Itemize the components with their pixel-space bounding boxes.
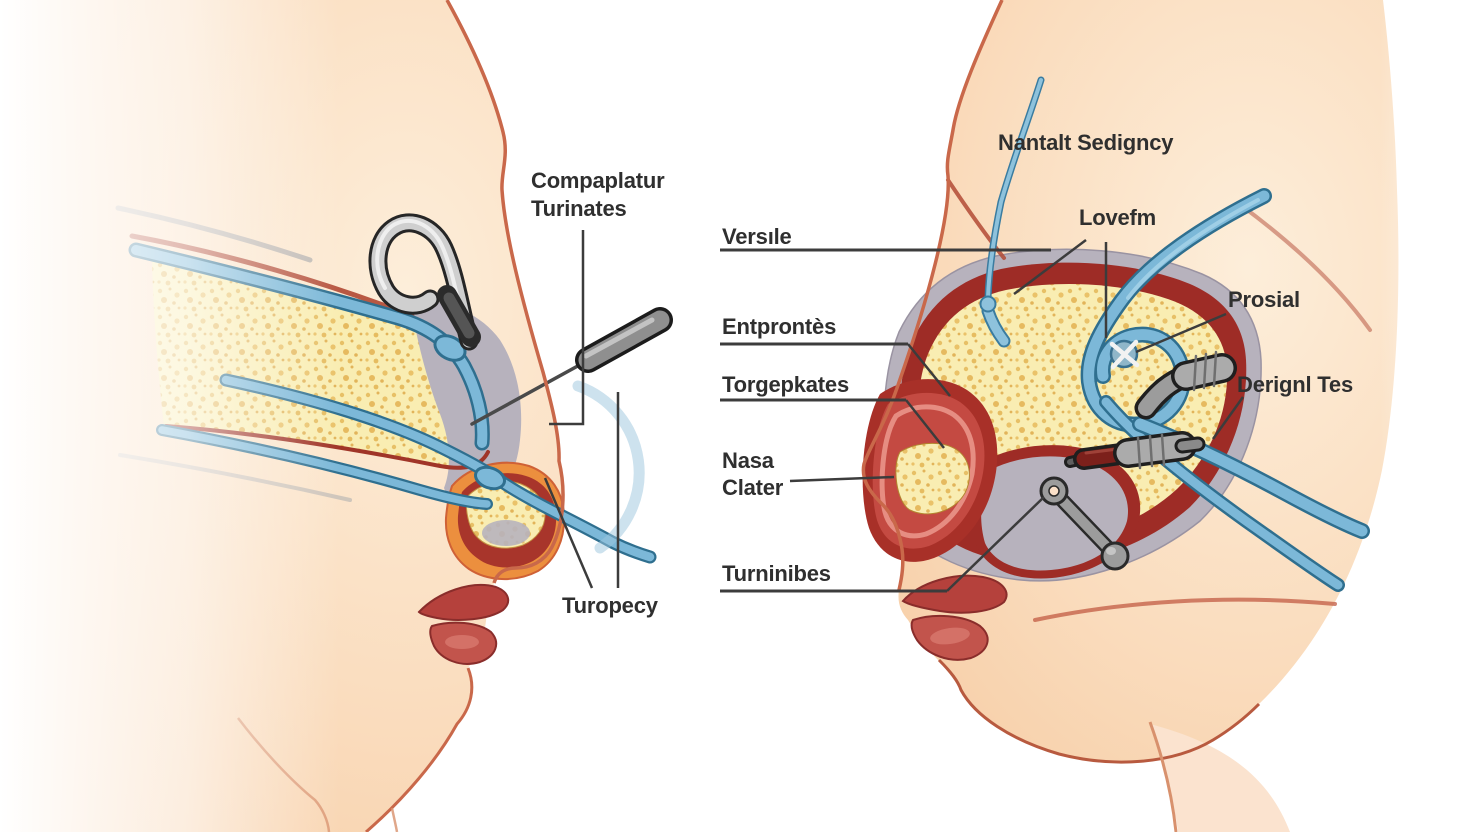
right-cheekbone-ridge [1240, 204, 1372, 332]
right-chin-outline [937, 658, 1261, 764]
leader-torgepkates [905, 399, 945, 449]
elbow-connector-instrument [1134, 350, 1237, 420]
cylinder-connector-instrument [1064, 431, 1206, 470]
right-bridge-ridge [946, 178, 1006, 260]
right-face [861, 0, 1399, 832]
left-edge-fade [0, 0, 340, 832]
label-turopecy: Turopecy [562, 593, 658, 618]
leader-nasa-clater [789, 475, 895, 483]
left-upper-lip [417, 583, 510, 621]
leader-prosial [1135, 312, 1227, 354]
left-chin-outline [365, 667, 474, 832]
right-neck-skin [1150, 724, 1290, 832]
right-neck-line [1148, 721, 1178, 832]
probe-instrument [470, 307, 673, 426]
label-versile: Versıle [722, 224, 792, 249]
right-floor-notch [981, 456, 1128, 571]
right-edge-fade [1380, 0, 1472, 832]
leader-compaplatur [549, 230, 585, 426]
inflamed-turbinate [862, 379, 998, 562]
leader-lovefm-left [1013, 239, 1087, 295]
hook-retractor-instrument [368, 213, 481, 351]
right-profile-outline [861, 0, 1004, 591]
label-turninibes: Turninibes [722, 561, 831, 586]
label-entprontes: Entprontès [722, 314, 837, 339]
leader-entprontes [907, 343, 951, 397]
left-lips [417, 583, 510, 665]
leader-turninibes [946, 496, 1045, 592]
label-derignl-tes: Derignl Tes [1237, 372, 1353, 397]
right-upper-lip [901, 574, 1008, 614]
left-profile-outline [445, 0, 565, 584]
label-nasa-clater: Nasa Clater [722, 448, 784, 500]
leader-turopecy-diagonal [543, 477, 594, 589]
dumbbell-tool-instrument [1039, 476, 1130, 571]
leader-lines [543, 230, 1245, 593]
right-lips [901, 574, 1008, 661]
label-compaplatur-turinates: Compaplatur Turinates [531, 168, 665, 221]
tube-knot-nostril [473, 465, 507, 491]
tube-ball-connector [979, 295, 997, 313]
label-lovefm: Lovefm [1079, 205, 1157, 230]
endoscope-arc [572, 380, 645, 554]
right-cheek-crease [1033, 597, 1337, 622]
label-prosial: Prosial [1228, 287, 1300, 312]
cross-fitting [1109, 339, 1140, 370]
tube-knot-upper [433, 334, 467, 362]
leader-derignl [1211, 396, 1245, 440]
label-torgepkates: Torgepkates [722, 372, 849, 397]
label-nantalt-sedigncy: Nantalt Sedigncy [998, 130, 1174, 155]
